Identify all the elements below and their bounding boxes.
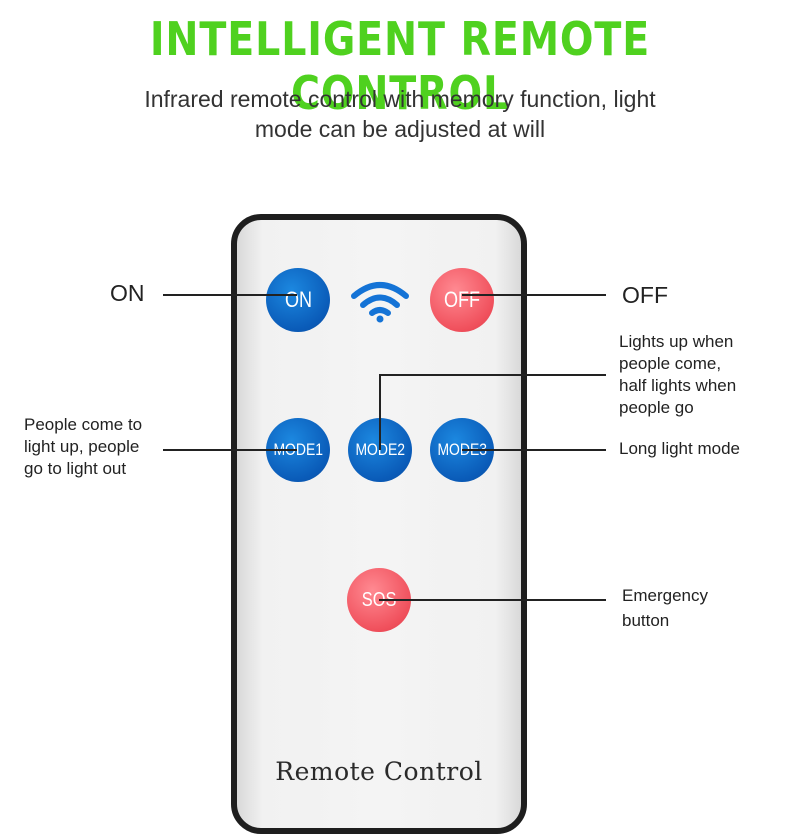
- mode1-callout-label: People come to light up, people go to li…: [24, 414, 142, 480]
- mode2-callout-line-vertical: [379, 374, 381, 450]
- on-callout-line: [163, 294, 297, 296]
- page-subtitle: Infrared remote control with memory func…: [0, 84, 800, 144]
- wifi-signal-icon: [351, 282, 409, 323]
- subtitle-line: mode can be adjusted at will: [254, 116, 546, 142]
- on-callout-label: ON: [110, 280, 145, 306]
- mode3-callout-line: [462, 449, 606, 451]
- subtitle-line: Infrared remote control with memory func…: [144, 86, 656, 112]
- off-callout-label: OFF: [622, 282, 668, 308]
- remote-control-label: Remote Control: [275, 757, 483, 786]
- mode1-button[interactable]: MODE1: [266, 418, 330, 482]
- sos-callout-line-text: button: [622, 611, 670, 630]
- mode1-callout-line-text: light up, people: [24, 437, 140, 456]
- page-title: INTELLIGENT REMOTE CONTROL: [149, 12, 651, 120]
- mode3-callout-label: Long light mode: [619, 439, 740, 458]
- off-callout-line: [462, 294, 606, 296]
- sos-callout-line-text: Emergency: [622, 586, 708, 605]
- on-button-label: ON: [284, 287, 312, 312]
- mode1-callout-line-text: go to light out: [24, 459, 127, 478]
- mode2-callout-line-text: people come,: [619, 354, 722, 373]
- mode1-callout-line-text: People come to: [24, 415, 143, 434]
- mode2-callout-line-text: Lights up when: [619, 332, 734, 351]
- mode2-callout-line-text: people go: [619, 398, 694, 417]
- mode2-callout-label: Lights up when people come, half lights …: [619, 331, 736, 419]
- mode2-callout-line-text: half lights when: [619, 376, 737, 395]
- off-button[interactable]: OFF: [430, 268, 494, 332]
- mode1-callout-line: [163, 449, 297, 451]
- sos-callout-line: [379, 599, 606, 601]
- off-button-label: OFF: [443, 287, 481, 312]
- mode1-button-label: MODE1: [273, 440, 323, 459]
- mode2-callout-line-horizontal: [379, 374, 606, 376]
- on-button[interactable]: ON: [266, 268, 330, 332]
- sos-callout-label: Emergency button: [622, 583, 708, 633]
